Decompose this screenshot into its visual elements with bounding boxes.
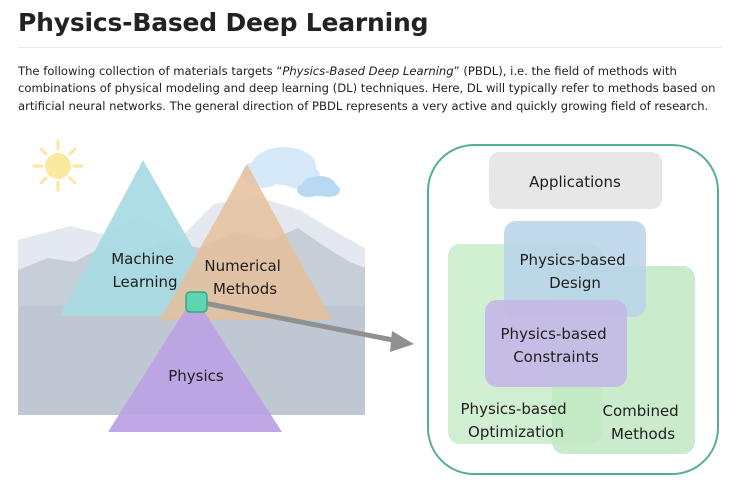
far-mountain [18, 196, 365, 415]
background-landscape [18, 139, 365, 415]
small-cloud-icon [297, 176, 340, 197]
intro-text-end: ” (PBDL), i.e. the field of methods with… [18, 64, 716, 113]
combined-methods-label: Combined Methods [603, 402, 684, 443]
arrow-to-applications [203, 300, 414, 352]
intro-emphasis: Physics-Based Deep Learning [282, 64, 454, 78]
physics-label: Physics [168, 367, 224, 385]
mountain-base [18, 306, 365, 415]
design-label: Physics-based Design [520, 251, 631, 292]
arrow-head [390, 331, 414, 352]
discipline-triangles [60, 160, 332, 432]
cloud-icon [242, 147, 320, 189]
intersection-marker [185, 291, 208, 313]
title-divider [18, 47, 722, 48]
machine-learning-label: Machine Learning [111, 250, 179, 291]
constraints-label: Physics-based Constraints [501, 325, 612, 366]
combined-methods-box [552, 266, 695, 454]
sun-disc [45, 153, 71, 179]
machine-learning-triangle [60, 160, 232, 316]
intro-text-start: The following collection of materials ta… [18, 64, 283, 78]
applications-label: Applications [529, 173, 621, 191]
design-box [504, 221, 646, 317]
near-mountain [18, 228, 365, 415]
page-title: Physics-Based Deep Learning [18, 8, 429, 37]
sun-icon [32, 139, 84, 192]
applications-box [489, 152, 662, 209]
applications-frame [427, 144, 719, 475]
constraints-box [485, 300, 627, 387]
optimization-label: Physics-based Optimization [461, 400, 572, 441]
numerical-methods-label: Numerical Methods [204, 257, 285, 298]
sun-rays [32, 139, 84, 192]
numerical-methods-triangle [160, 164, 332, 320]
optimization-box [448, 244, 602, 444]
physics-triangle [108, 296, 282, 432]
intro-paragraph: The following collection of materials ta… [18, 63, 723, 115]
